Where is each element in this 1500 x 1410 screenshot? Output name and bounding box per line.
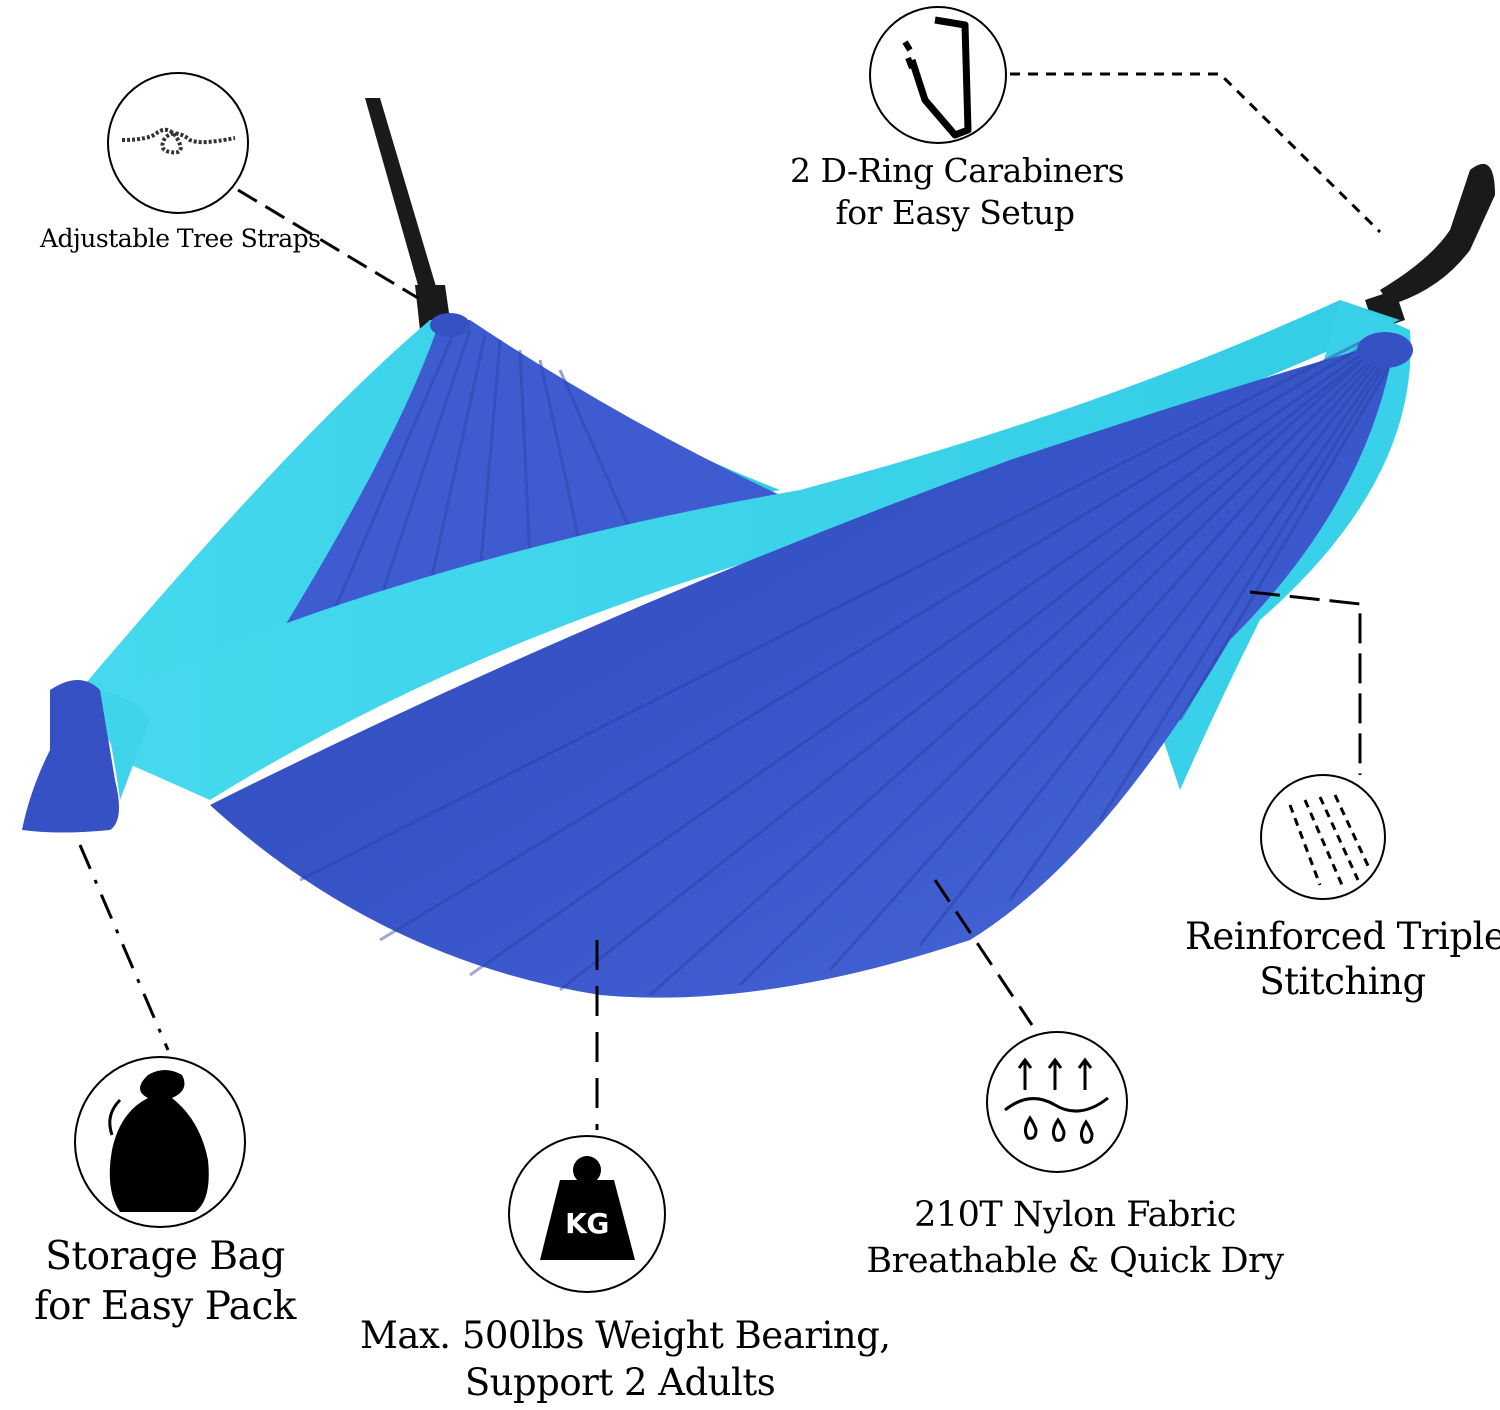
label-nylon-fabric: 210T Nylon Fabric Breathable & Quick Dry xyxy=(860,1192,1290,1284)
label-line: 210T Nylon Fabric xyxy=(914,1195,1236,1235)
leader-lines xyxy=(78,72,1382,1130)
label-carabiners: 2 D-Ring Carabiners for Easy Setup xyxy=(790,150,1125,234)
label-line: Breathable & Quick Dry xyxy=(866,1241,1284,1281)
hammock-body xyxy=(22,300,1413,998)
left-tree-strap xyxy=(365,98,450,330)
rope-knot-icon xyxy=(107,72,249,214)
stitch-lines-icon xyxy=(1260,774,1386,900)
label-adjustable-tree-straps: Adjustable Tree Straps xyxy=(40,224,321,253)
label-triple-stitching: Reinforced Triple Stitching xyxy=(1185,914,1500,1004)
kg-badge-text: KG xyxy=(565,1207,609,1240)
label-line: 2 D-Ring Carabiners xyxy=(790,151,1125,190)
label-weight-bearing: Max. 500lbs Weight Bearing, Support 2 Ad… xyxy=(360,1312,891,1406)
label-line: Support 2 Adults xyxy=(464,1361,776,1404)
label-line: Storage Bag xyxy=(45,1234,285,1279)
storage-bag-icon xyxy=(74,1056,246,1228)
label-line: for Easy Pack xyxy=(34,1284,296,1329)
label-storage-bag: Storage Bag for Easy Pack xyxy=(20,1232,310,1332)
kg-weight-icon xyxy=(508,1135,666,1293)
right-carabiner xyxy=(1365,163,1495,330)
breathable-fabric-icon xyxy=(986,1031,1128,1173)
label-line: Max. 500lbs Weight Bearing, xyxy=(360,1314,891,1357)
label-line: Reinforced Triple xyxy=(1185,915,1500,958)
label-line: Adjustable Tree Straps xyxy=(40,224,321,253)
label-line: Stitching xyxy=(1259,960,1426,1003)
label-line: for Easy Setup xyxy=(835,193,1075,232)
carabiner-icon xyxy=(869,6,1007,144)
